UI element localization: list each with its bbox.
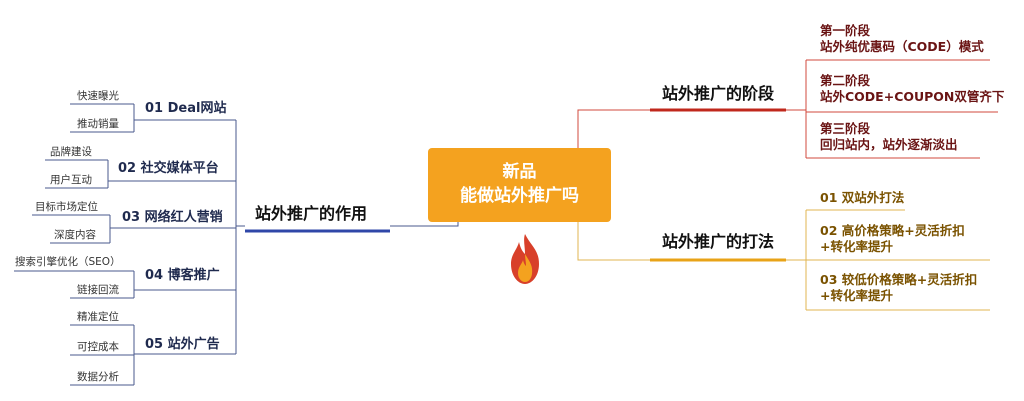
tactic-2-line2: +转化率提升 <box>820 238 893 254</box>
tactic-2: 02 高价格策略+灵活折扣 +转化率提升 <box>820 223 965 254</box>
leaf-drive-sales: 推动销量 <box>77 118 119 130</box>
leaf-target-market: 目标市场定位 <box>35 201 98 213</box>
group-social-media: 02 社交媒体平台 <box>118 161 219 176</box>
leaf-seo: 搜索引擎优化（SEO） <box>15 256 121 268</box>
stage-2-title: 第二阶段 <box>820 73 871 88</box>
leaf-deep-content: 深度内容 <box>54 229 96 241</box>
tactic-2-line1: 02 高价格策略+灵活折扣 <box>820 223 965 238</box>
tactic-3: 03 较低价格策略+灵活折扣 +转化率提升 <box>820 272 977 303</box>
stage-1-desc: 站外纯优惠码（CODE）模式 <box>820 38 984 54</box>
leaf-link-backflow: 链接回流 <box>77 284 119 296</box>
central-topic-line2: 能做站外推广吗 <box>460 186 579 206</box>
leaf-user-interaction: 用户互动 <box>50 174 92 186</box>
leaf-data-analysis: 数据分析 <box>77 371 119 383</box>
leaf-controllable-cost: 可控成本 <box>77 341 119 353</box>
tactic-1: 01 双站外打法 <box>820 190 904 206</box>
group-deal-sites: 01 Deal网站 <box>145 101 227 116</box>
stage-3-title: 第三阶段 <box>820 121 871 136</box>
leaf-precise-targeting: 精准定位 <box>77 311 119 323</box>
stage-3-desc: 回归站内，站外逐渐淡出 <box>820 136 958 152</box>
tactics-main-topic: 站外推广的打法 <box>662 232 775 251</box>
left-main-topic: 站外推广的作用 <box>255 204 368 223</box>
stage-1-title: 第一阶段 <box>820 23 871 38</box>
group-offsite-ads: 05 站外广告 <box>145 337 220 352</box>
stage-1: 第一阶段 站外纯优惠码（CODE）模式 <box>820 23 984 54</box>
tactic-1-line1: 01 双站外打法 <box>820 190 905 205</box>
leaf-fast-exposure: 快速曝光 <box>77 90 119 102</box>
flame-logo-icon <box>511 234 539 284</box>
stages-main-topic: 站外推广的阶段 <box>662 84 775 103</box>
stage-2-desc: 站外CODE+COUPON双管齐下 <box>820 88 1005 104</box>
group-blog-promotion: 04 博客推广 <box>145 268 220 283</box>
stage-2: 第二阶段 站外CODE+COUPON双管齐下 <box>820 73 1004 104</box>
tactic-3-line1: 03 较低价格策略+灵活折扣 <box>820 272 978 287</box>
central-topic-node: 新品 能做站外推广吗 <box>428 148 611 222</box>
group-influencer-marketing: 03 网络红人营销 <box>122 210 223 225</box>
stage-3: 第三阶段 回归站内，站外逐渐淡出 <box>820 121 958 152</box>
tactic-3-line2: +转化率提升 <box>820 287 893 303</box>
central-topic-line1: 新品 <box>502 162 537 183</box>
leaf-brand-building: 品牌建设 <box>50 146 92 158</box>
